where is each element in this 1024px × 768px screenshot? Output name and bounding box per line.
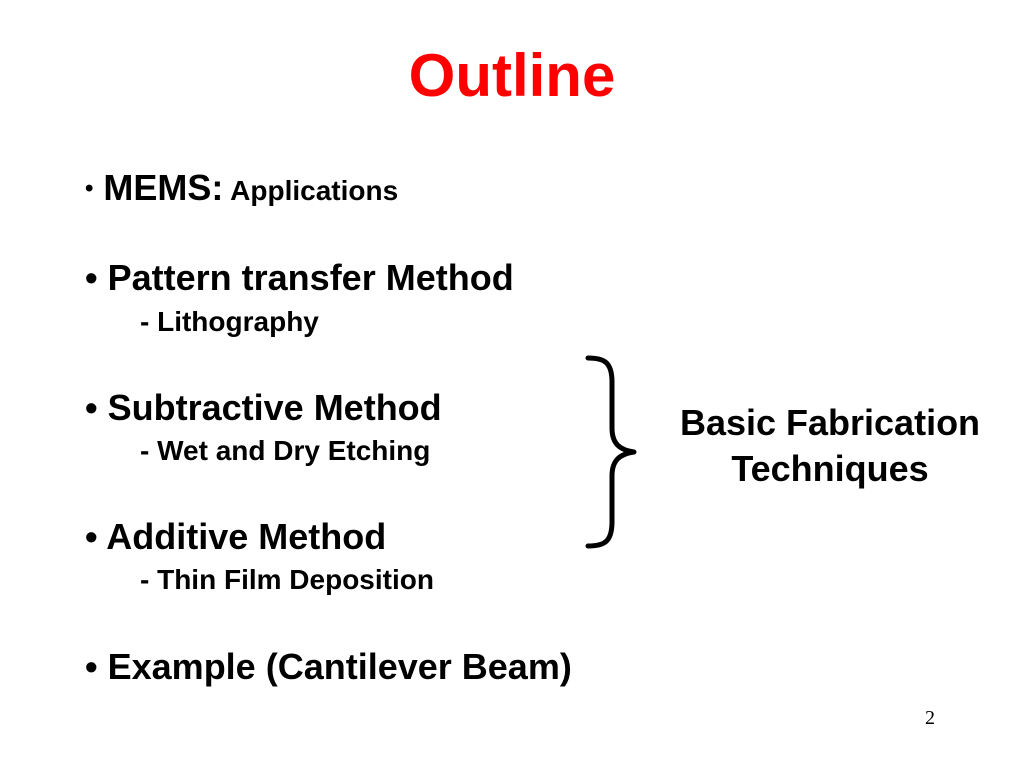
bullet-item-subtractive: • Subtractive Method xyxy=(85,386,442,430)
sub-item-etching: - Wet and Dry Etching xyxy=(140,435,431,466)
sub-item-deposition: - Thin Film Deposition xyxy=(140,564,434,595)
brace-label-line: Basic Fabrication xyxy=(679,402,981,443)
bullet-icon: • xyxy=(85,516,98,557)
bullet-icon: • xyxy=(85,257,98,298)
brace-label: Basic Fabrication Techniques xyxy=(655,400,1005,492)
bullet-item-additive: • Additive Method xyxy=(85,515,386,559)
bullet-item-mems: • MEMS: Applications xyxy=(85,166,398,213)
bullet-icon: • xyxy=(85,175,94,202)
bullet-icon: • xyxy=(85,646,98,687)
right-brace-icon xyxy=(585,355,637,549)
bullet-suffix: Applications xyxy=(223,175,399,206)
sub-item-lithography: - Lithography xyxy=(140,306,319,337)
bullet-item-example: • Example (Cantilever Beam) xyxy=(85,645,572,689)
bullet-item-pattern-transfer: • Pattern transfer Method xyxy=(85,256,514,300)
bullet-icon: • xyxy=(85,387,98,428)
page-number: 2 xyxy=(925,707,935,729)
bullet-label: Example (Cantilever Beam) xyxy=(107,646,572,687)
brace-label-line: Techniques xyxy=(731,448,929,489)
bullet-label: Subtractive Method xyxy=(107,387,442,428)
slide-title: Outline xyxy=(408,42,616,109)
bullet-label: Additive Method xyxy=(106,516,387,557)
bullet-label: MEMS: xyxy=(103,167,224,208)
bullet-label: Pattern transfer Method xyxy=(107,257,514,298)
